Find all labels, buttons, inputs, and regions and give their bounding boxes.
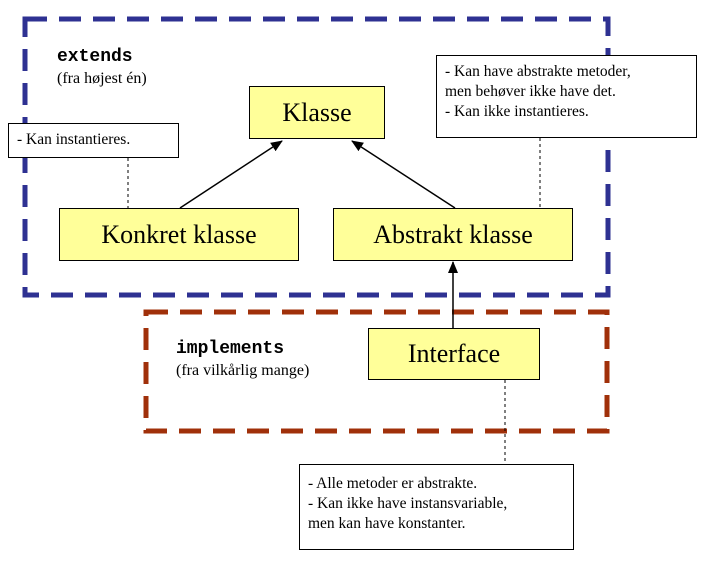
extends-caption: (fra højest én) xyxy=(57,70,147,87)
note-konkret-line: - Kan instantieres. xyxy=(17,131,131,148)
note-abstrakt-line: - Kan have abstrakte metoder, xyxy=(445,63,631,80)
arrow-abstrakt-to-klasse xyxy=(351,140,456,209)
node-abstrakt-klasse-label: Abstrakt klasse xyxy=(373,219,533,249)
note-konkret: - Kan instantieres. xyxy=(8,123,179,158)
implements-region-border xyxy=(143,309,610,434)
extends-keyword: extends xyxy=(57,47,133,67)
arrow-konkret-to-klasse xyxy=(179,140,283,209)
node-konkret-klasse-label: Konkret klasse xyxy=(101,219,257,249)
node-klasse: Klasse xyxy=(249,86,385,139)
note-interface-line: - Kan ikke have instansvariable, xyxy=(308,495,508,512)
note-interface-line: - Alle metoder er abstrakte. xyxy=(308,475,478,492)
note-interface: - Alle metoder er abstrakte. - Kan ikke … xyxy=(299,464,574,550)
implements-keyword: implements xyxy=(176,339,285,359)
node-interface: Interface xyxy=(368,328,540,380)
node-interface-label: Interface xyxy=(407,339,501,368)
note-abstrakt-line: - Kan ikke instantieres. xyxy=(445,103,589,120)
note-interface-line: men kan have konstanter. xyxy=(308,515,466,532)
node-klasse-label: Klasse xyxy=(282,97,352,127)
implements-caption: (fra vilkårlig mange) xyxy=(176,362,310,379)
node-konkret-klasse: Konkret klasse xyxy=(59,208,299,261)
note-abstrakt-line: men behøver ikke have det. xyxy=(445,83,616,100)
note-abstrakt: - Kan have abstrakte metoder, men behøve… xyxy=(436,55,697,138)
node-abstrakt-klasse: Abstrakt klasse xyxy=(333,208,573,261)
